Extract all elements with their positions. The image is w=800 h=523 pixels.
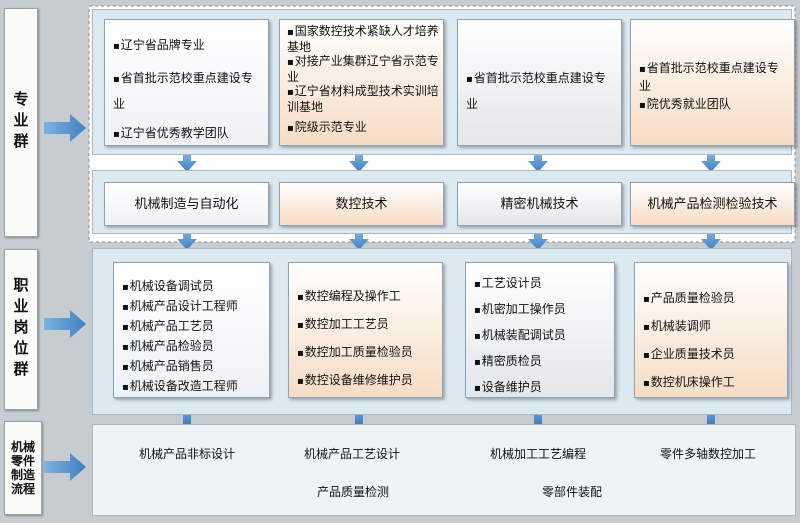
specialty-card: 辽宁省品牌专业 省首批示范校重点建设专业 辽宁省优秀教学团队 — [104, 19, 269, 146]
arrow-down-icon — [701, 153, 721, 172]
list-item: 对接产业集群辽宁省示范专业 — [287, 54, 439, 84]
list-item: 机械装配调试员 — [474, 323, 610, 349]
arrow-down-icon — [177, 231, 197, 250]
list-item: 省首批示范校重点建设专业 — [466, 66, 615, 116]
flow-label-line: 制造 — [10, 468, 35, 482]
specialty-card: 省首批示范校重点建设专业 — [457, 19, 622, 146]
job-card: 工艺设计员 机密加工操作员 机械装配调试员 精密质检员 设备维护员 — [465, 262, 615, 398]
arrow-right-icon — [44, 114, 86, 142]
list-item: 产品质量检验员 — [643, 285, 783, 313]
list-item: 院优秀就业团队 — [639, 96, 788, 114]
section-label-job-group: 职业岗位群 — [4, 249, 38, 410]
job-card: 数控编程及操作工 数控加工工艺员 数控加工质量检验员 数控设备维修维护员 — [288, 262, 443, 398]
list-item: 机械装调师 — [643, 313, 783, 341]
job-card: 产品质量检验员 机械装调师 企业质量技术员 数控机床操作工 — [634, 262, 788, 398]
list-item: 辽宁省品牌专业 — [113, 38, 262, 54]
major-box: 数控技术 — [279, 182, 444, 226]
flow-label-line: 零件 — [10, 454, 35, 468]
arrow-down-icon — [349, 231, 369, 250]
list-item: 精密质检员 — [474, 349, 610, 375]
major-box: 精密机械技术 — [457, 182, 622, 226]
flow-step: 零件多轴数控加工 — [660, 447, 757, 461]
list-item: 院级示范专业 — [287, 120, 439, 136]
list-item: 机密加工操作员 — [474, 297, 610, 323]
flow-step: 机械加工工艺编程 — [490, 447, 587, 461]
list-item: 辽宁省材料成型技术实训培训基地 — [287, 84, 439, 114]
arrow-right-icon — [44, 310, 86, 338]
arrow-down-icon — [349, 153, 369, 172]
list-item: 数控加工工艺员 — [297, 311, 438, 339]
arrow-down-icon — [528, 153, 548, 172]
list-item: 数控设备维修维护员 — [297, 367, 438, 395]
arrow-down-icon — [177, 153, 197, 172]
major-box: 机械制造与自动化 — [104, 182, 269, 226]
list-item: 工艺设计员 — [474, 271, 610, 297]
list-item: 省首批示范校重点建设专业 — [113, 66, 262, 116]
list-item: 机械产品检验员 — [122, 337, 265, 357]
list-item: 机械产品设计工程师 — [122, 297, 265, 317]
list-item: 数控加工质量检验员 — [297, 339, 438, 367]
specialty-card: 省首批示范校重点建设专业 院优秀就业团队 — [630, 19, 795, 146]
major-box: 机械产品检测检验技术 — [630, 182, 795, 226]
list-item: 设备维护员 — [474, 375, 610, 401]
list-item: 数控机床操作工 — [643, 369, 783, 397]
list-item: 辽宁省优秀教学团队 — [113, 126, 262, 142]
specialty-card: 国家数控技术紧缺人才培养基地 对接产业集群辽宁省示范专业 辽宁省材料成型技术实训… — [279, 19, 444, 146]
section-label-professional-group: 专业群 — [4, 8, 38, 237]
flow-step: 产品质量检测 — [317, 485, 390, 499]
list-item: 机械产品工艺员 — [122, 317, 265, 337]
flow-label-line: 机械 — [10, 440, 35, 454]
list-item: 省首批示范校重点建设专业 — [639, 60, 788, 94]
arrow-right-icon — [44, 453, 86, 481]
flow-label-line: 流程 — [10, 482, 35, 496]
list-item: 机械设备改造工程师 — [122, 377, 265, 397]
flow-step: 机械产品工艺设计 — [304, 447, 401, 461]
flow-step: 零部件装配 — [542, 485, 603, 499]
flow-panel — [92, 424, 796, 516]
arrow-down-icon — [528, 231, 548, 250]
arrow-down-icon — [701, 231, 721, 250]
list-item: 企业质量技术员 — [643, 341, 783, 369]
list-item: 数控编程及操作工 — [297, 283, 438, 311]
section-label-process-flow: 机械 零件 制造 流程 — [4, 421, 42, 515]
list-item: 国家数控技术紧缺人才培养基地 — [287, 24, 439, 54]
list-item: 机械设备调试员 — [122, 277, 265, 297]
job-card: 机械设备调试员 机械产品设计工程师 机械产品工艺员 机械产品检验员 机械产品销售… — [113, 262, 270, 398]
list-item: 机械产品销售员 — [122, 357, 265, 377]
flow-step: 机械产品非标设计 — [139, 447, 236, 461]
